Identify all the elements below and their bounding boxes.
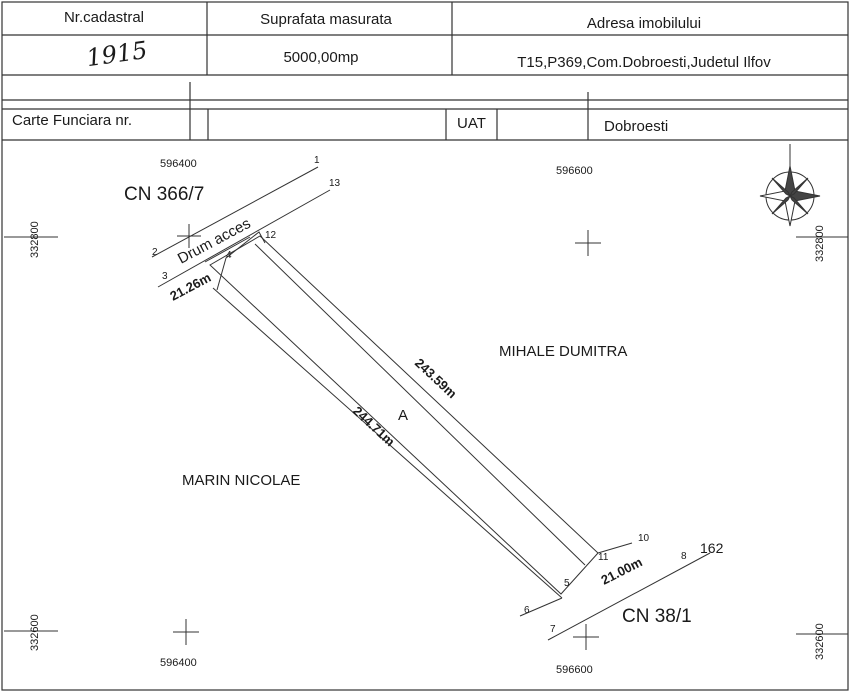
north-arrow-icon (759, 144, 821, 227)
dim-northwest: 21.26m (167, 270, 213, 304)
uat-value: Dobroesti (604, 118, 668, 135)
parcel-geometry (151, 166, 711, 641)
point-2: 2 (152, 247, 158, 258)
grid-y-left-top: 332800 (29, 221, 41, 258)
point-6: 6 (524, 605, 530, 616)
neighbor-north: CN 366/7 (124, 184, 204, 205)
cadastral-label: Nr.cadastral (64, 9, 144, 26)
point-13: 13 (329, 178, 341, 189)
uat-label: UAT (457, 115, 486, 132)
neighbor-east: MIHALE DUMITRA (499, 343, 627, 360)
parcel-label: A (398, 407, 408, 424)
cadastral-value: 1915 (85, 36, 149, 72)
point-162: 162 (700, 540, 724, 556)
address-value: T15,P369,Com.Dobroesti,Judetul Ilfov (517, 54, 771, 71)
point-12: 12 (265, 230, 277, 241)
point-11: 11 (598, 552, 609, 563)
point-7: 7 (550, 624, 556, 635)
grid-y-left-bottom: 332600 (29, 614, 41, 651)
dim-northeast: 243.59m (412, 355, 460, 401)
grid-crosses (4, 224, 848, 650)
neighbor-west: MARIN NICOLAE (182, 472, 300, 489)
area-value: 5000,00mp (283, 49, 358, 66)
grid-x-bottom-left: 596400 (160, 657, 197, 669)
grid-x-top-right: 596600 (556, 165, 593, 177)
address-label: Adresa imobilului (587, 15, 701, 32)
point-10: 10 (638, 533, 650, 544)
point-5: 5 (564, 578, 570, 589)
point-8: 8 (681, 551, 687, 562)
grid-y-right-bottom: 332600 (814, 623, 826, 660)
dim-southwest: 244.71m (350, 403, 398, 449)
land-book-label: Carte Funciara nr. (12, 112, 132, 129)
neighbor-south: CN 38/1 (622, 606, 692, 627)
grid-x-top-left: 596400 (160, 158, 197, 170)
grid-x-bottom-right: 596600 (556, 664, 593, 676)
grid-y-right-top: 332800 (814, 225, 826, 262)
area-label: Suprafata masurata (260, 11, 392, 28)
point-4: 4 (226, 250, 232, 261)
point-1: 1 (314, 155, 320, 166)
point-3: 3 (162, 271, 168, 282)
